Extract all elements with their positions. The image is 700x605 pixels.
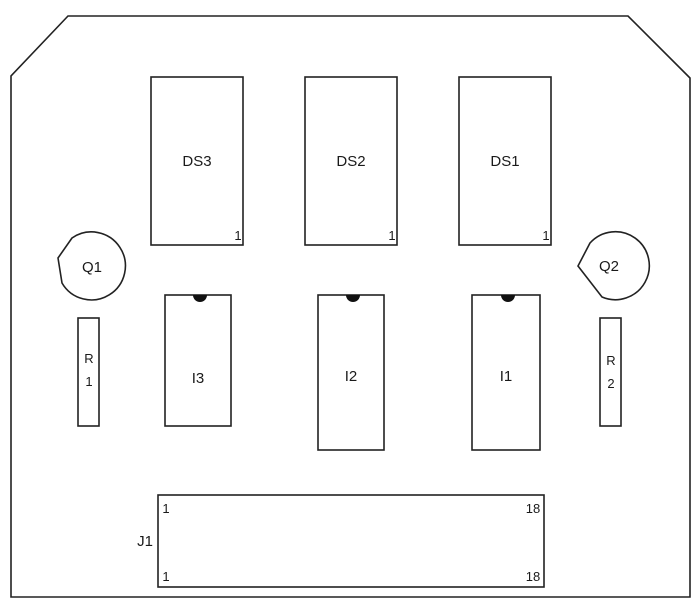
display-ds3: DS3 1	[150, 76, 244, 246]
ic-i3: I3	[164, 294, 232, 427]
connector-j1-pin-top-right: 18	[526, 501, 540, 516]
resistor-r1-number: 1	[85, 374, 92, 389]
resistor-r1-body	[77, 317, 100, 427]
transistor-q2: Q2	[577, 230, 651, 301]
connector-j1-pin-bottom-right: 18	[526, 569, 540, 584]
ic-i1-notch	[501, 295, 515, 302]
display-ds2-pin1: 1	[388, 228, 395, 243]
ic-i1: I1	[471, 294, 541, 451]
ic-i3-notch	[193, 295, 207, 302]
display-ds2: DS2 1	[304, 76, 398, 246]
transistor-q2-label: Q2	[599, 258, 619, 275]
display-ds1-body	[458, 76, 552, 246]
display-ds1: DS1 1	[458, 76, 552, 246]
connector-j1-pin-top-left: 1	[162, 501, 169, 516]
connector-j1: J1 1 18 1 18	[137, 494, 545, 588]
ic-i3-body	[164, 294, 232, 427]
transistor-q1-body	[57, 231, 127, 301]
connector-j1-pin-bottom-left: 1	[162, 569, 169, 584]
transistor-q1: Q1	[57, 231, 127, 301]
ic-i2-notch	[346, 295, 360, 302]
resistor-r1-letter: R	[84, 351, 93, 366]
display-ds2-label: DS2	[336, 153, 365, 170]
ic-i2: I2	[317, 294, 385, 451]
ic-i2-body	[317, 294, 385, 451]
ic-i2-label: I2	[345, 368, 358, 385]
display-ds1-label: DS1	[490, 153, 519, 170]
connector-j1-body	[157, 494, 545, 588]
transistor-q1-label: Q1	[82, 259, 102, 276]
display-ds1-pin1: 1	[542, 228, 549, 243]
connector-j1-label: J1	[137, 533, 153, 550]
resistor-r2-number: 2	[607, 376, 614, 391]
ic-i1-body	[471, 294, 541, 451]
ic-i3-label: I3	[192, 370, 205, 387]
display-ds3-body	[150, 76, 244, 246]
resistor-r2: R 2	[599, 317, 622, 427]
display-ds3-label: DS3	[182, 153, 211, 170]
display-ds2-body	[304, 76, 398, 246]
resistor-r2-letter: R	[606, 353, 615, 368]
display-ds3-pin1: 1	[234, 228, 241, 243]
resistor-r2-body	[599, 317, 622, 427]
ic-i1-label: I1	[500, 368, 513, 385]
transistor-q2-body	[577, 230, 651, 301]
resistor-r1: R 1	[77, 317, 100, 427]
